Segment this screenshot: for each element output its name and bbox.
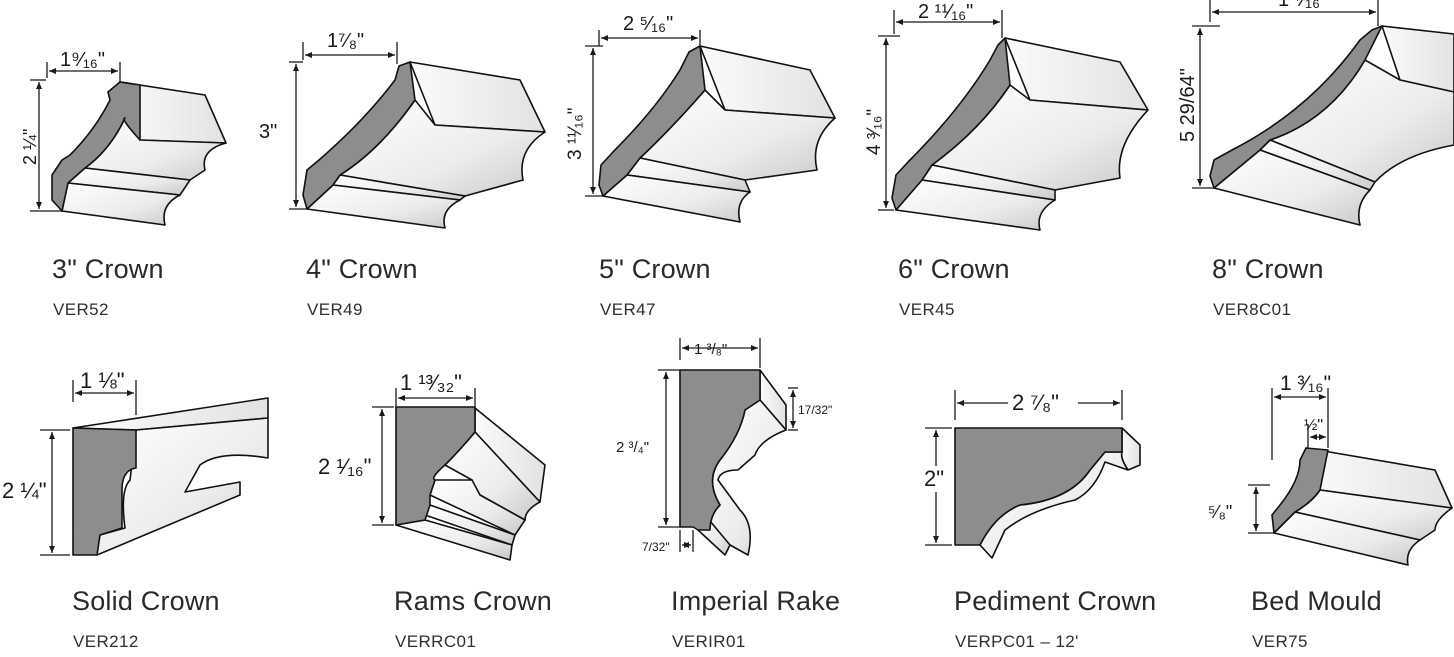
crown-profile-4in-icon: 1⁷⁄₈" 3" (259, 30, 546, 229)
item-name: Rams Crown (394, 586, 553, 616)
width-dimension: 1 ⅛" (80, 368, 125, 393)
item-code: VERRC01 (395, 632, 477, 651)
bed-mould-profile-icon: 1 ³⁄₁₆" ½" ⁵⁄₈" (1208, 372, 1453, 566)
crown-profile-8in-icon: 1 ⁷⁄₁₆" 5 29/64" (1177, 0, 1454, 226)
height-dimension: 2" (924, 466, 944, 491)
height-dimension: 4 ³⁄₁₆" (864, 109, 885, 155)
rams-crown-profile-icon: 1 ¹³⁄₃₂" 2 ¹⁄₁₆" (318, 370, 546, 561)
height-dimension: 5 29/64" (1177, 68, 1199, 142)
item-name: Bed Mould (1251, 586, 1382, 616)
pediment-crown-profile-icon: 2 ⁷⁄₈" 2" (922, 390, 1141, 559)
item-name: Pediment Crown (954, 586, 1157, 616)
item-name: 8" Crown (1212, 254, 1324, 284)
item-code: VER45 (899, 300, 955, 319)
moulding-item-8in-crown: 1 ⁷⁄₁₆" 5 29/64" 8" Crown VER8C01 (1160, 0, 1454, 330)
item-code: VER52 (53, 300, 109, 319)
width-dimension: 1 ³/₈" (694, 341, 727, 358)
item-name: 6" Crown (898, 254, 1010, 284)
crown-profile-6in-icon: 2 ¹¹⁄₁₆" 4 ³⁄₁₆" (864, 1, 1149, 231)
width-dimension: 1 ³⁄₁₆" (1280, 372, 1331, 395)
height-dimension: 3 ¹¹⁄₁₆" (565, 108, 586, 161)
item-code: VER212 (73, 632, 139, 651)
bottom-dimension: 7/32" (642, 540, 670, 554)
item-name: 5" Crown (599, 254, 711, 284)
item-code: VER8C01 (1213, 300, 1292, 319)
width-dimension: 1⁷⁄₈" (327, 30, 364, 52)
height-dimension: 2 ¹⁄₁₆" (318, 454, 371, 479)
moulding-item-bed-mould: 1 ³⁄₁₆" ½" ⁵⁄₈" Bed Mould VER75 (1190, 340, 1454, 657)
imperial-rake-profile-icon: 1 ³/₈" 2 ³/₄" 17/32" 7/32" (616, 338, 832, 556)
height-dimension: ⁵⁄₈" (1208, 502, 1232, 522)
moulding-item-rams-crown: 1 ¹³⁄₃₂" 2 ¹⁄₁₆" Rams Crown VERRC01 (318, 340, 610, 657)
item-name: Imperial Rake (671, 586, 841, 616)
item-code: VERIR01 (672, 632, 746, 651)
height-dimension: 2 ³/₄" (616, 439, 649, 456)
moulding-item-imperial-rake: 1 ³/₈" 2 ³/₄" 17/32" 7/32" Imperial Rake… (610, 330, 900, 657)
moulding-item-3in-crown: 1⁹⁄₁₆" 2 ¼" 3" Crown VER52 (0, 0, 290, 330)
inner-width-dimension: ½" (1304, 417, 1323, 434)
crown-profile-3in-icon: 1⁹⁄₁₆" 2 ¼" (20, 49, 227, 226)
moulding-item-pediment-crown: 2 ⁷⁄₈" 2" Pediment Crown VERPC01 – 12' (900, 340, 1200, 657)
item-name: 4" Crown (306, 254, 418, 284)
moulding-item-4in-crown: 1⁷⁄₈" 3" 4" Crown VER49 (255, 0, 555, 330)
width-dimension: 1⁹⁄₁₆" (60, 49, 105, 71)
moulding-item-6in-crown: 2 ¹¹⁄₁₆" 4 ³⁄₁₆" 6" Crown VER45 (850, 0, 1160, 330)
item-name: 3" Crown (52, 254, 164, 284)
solid-crown-profile-icon: 1 ⅛" 2 ¼" (2, 368, 269, 556)
width-dimension: 1 ⁷⁄₁₆" (1278, 0, 1327, 11)
item-name: Solid Crown (72, 586, 220, 616)
height-dimension: 2 ¼" (2, 478, 47, 503)
item-code: VER47 (600, 300, 656, 319)
width-dimension: 1 ¹³⁄₃₂" (400, 370, 462, 395)
moulding-item-solid-crown: 1 ⅛" 2 ¼" Solid Crown VER212 (0, 340, 300, 657)
moulding-item-5in-crown: 2 ⁵⁄₁₆" 3 ¹¹⁄₁₆" 5" Crown VER47 (555, 0, 855, 330)
width-dimension: 2 ⁵⁄₁₆" (623, 13, 673, 35)
item-code: VERPC01 – 12' (955, 632, 1079, 651)
item-code: VER49 (307, 300, 363, 319)
crown-profile-5in-icon: 2 ⁵⁄₁₆" 3 ¹¹⁄₁₆" (565, 13, 836, 223)
width-dimension: 2 ¹¹⁄₁₆" (918, 1, 973, 23)
width-dimension: 2 ⁷⁄₈" (1012, 390, 1059, 415)
side-dimension: 17/32" (798, 403, 832, 417)
height-dimension: 3" (259, 121, 277, 143)
height-dimension: 2 ¼" (20, 129, 40, 165)
item-code: VER75 (1252, 632, 1308, 651)
